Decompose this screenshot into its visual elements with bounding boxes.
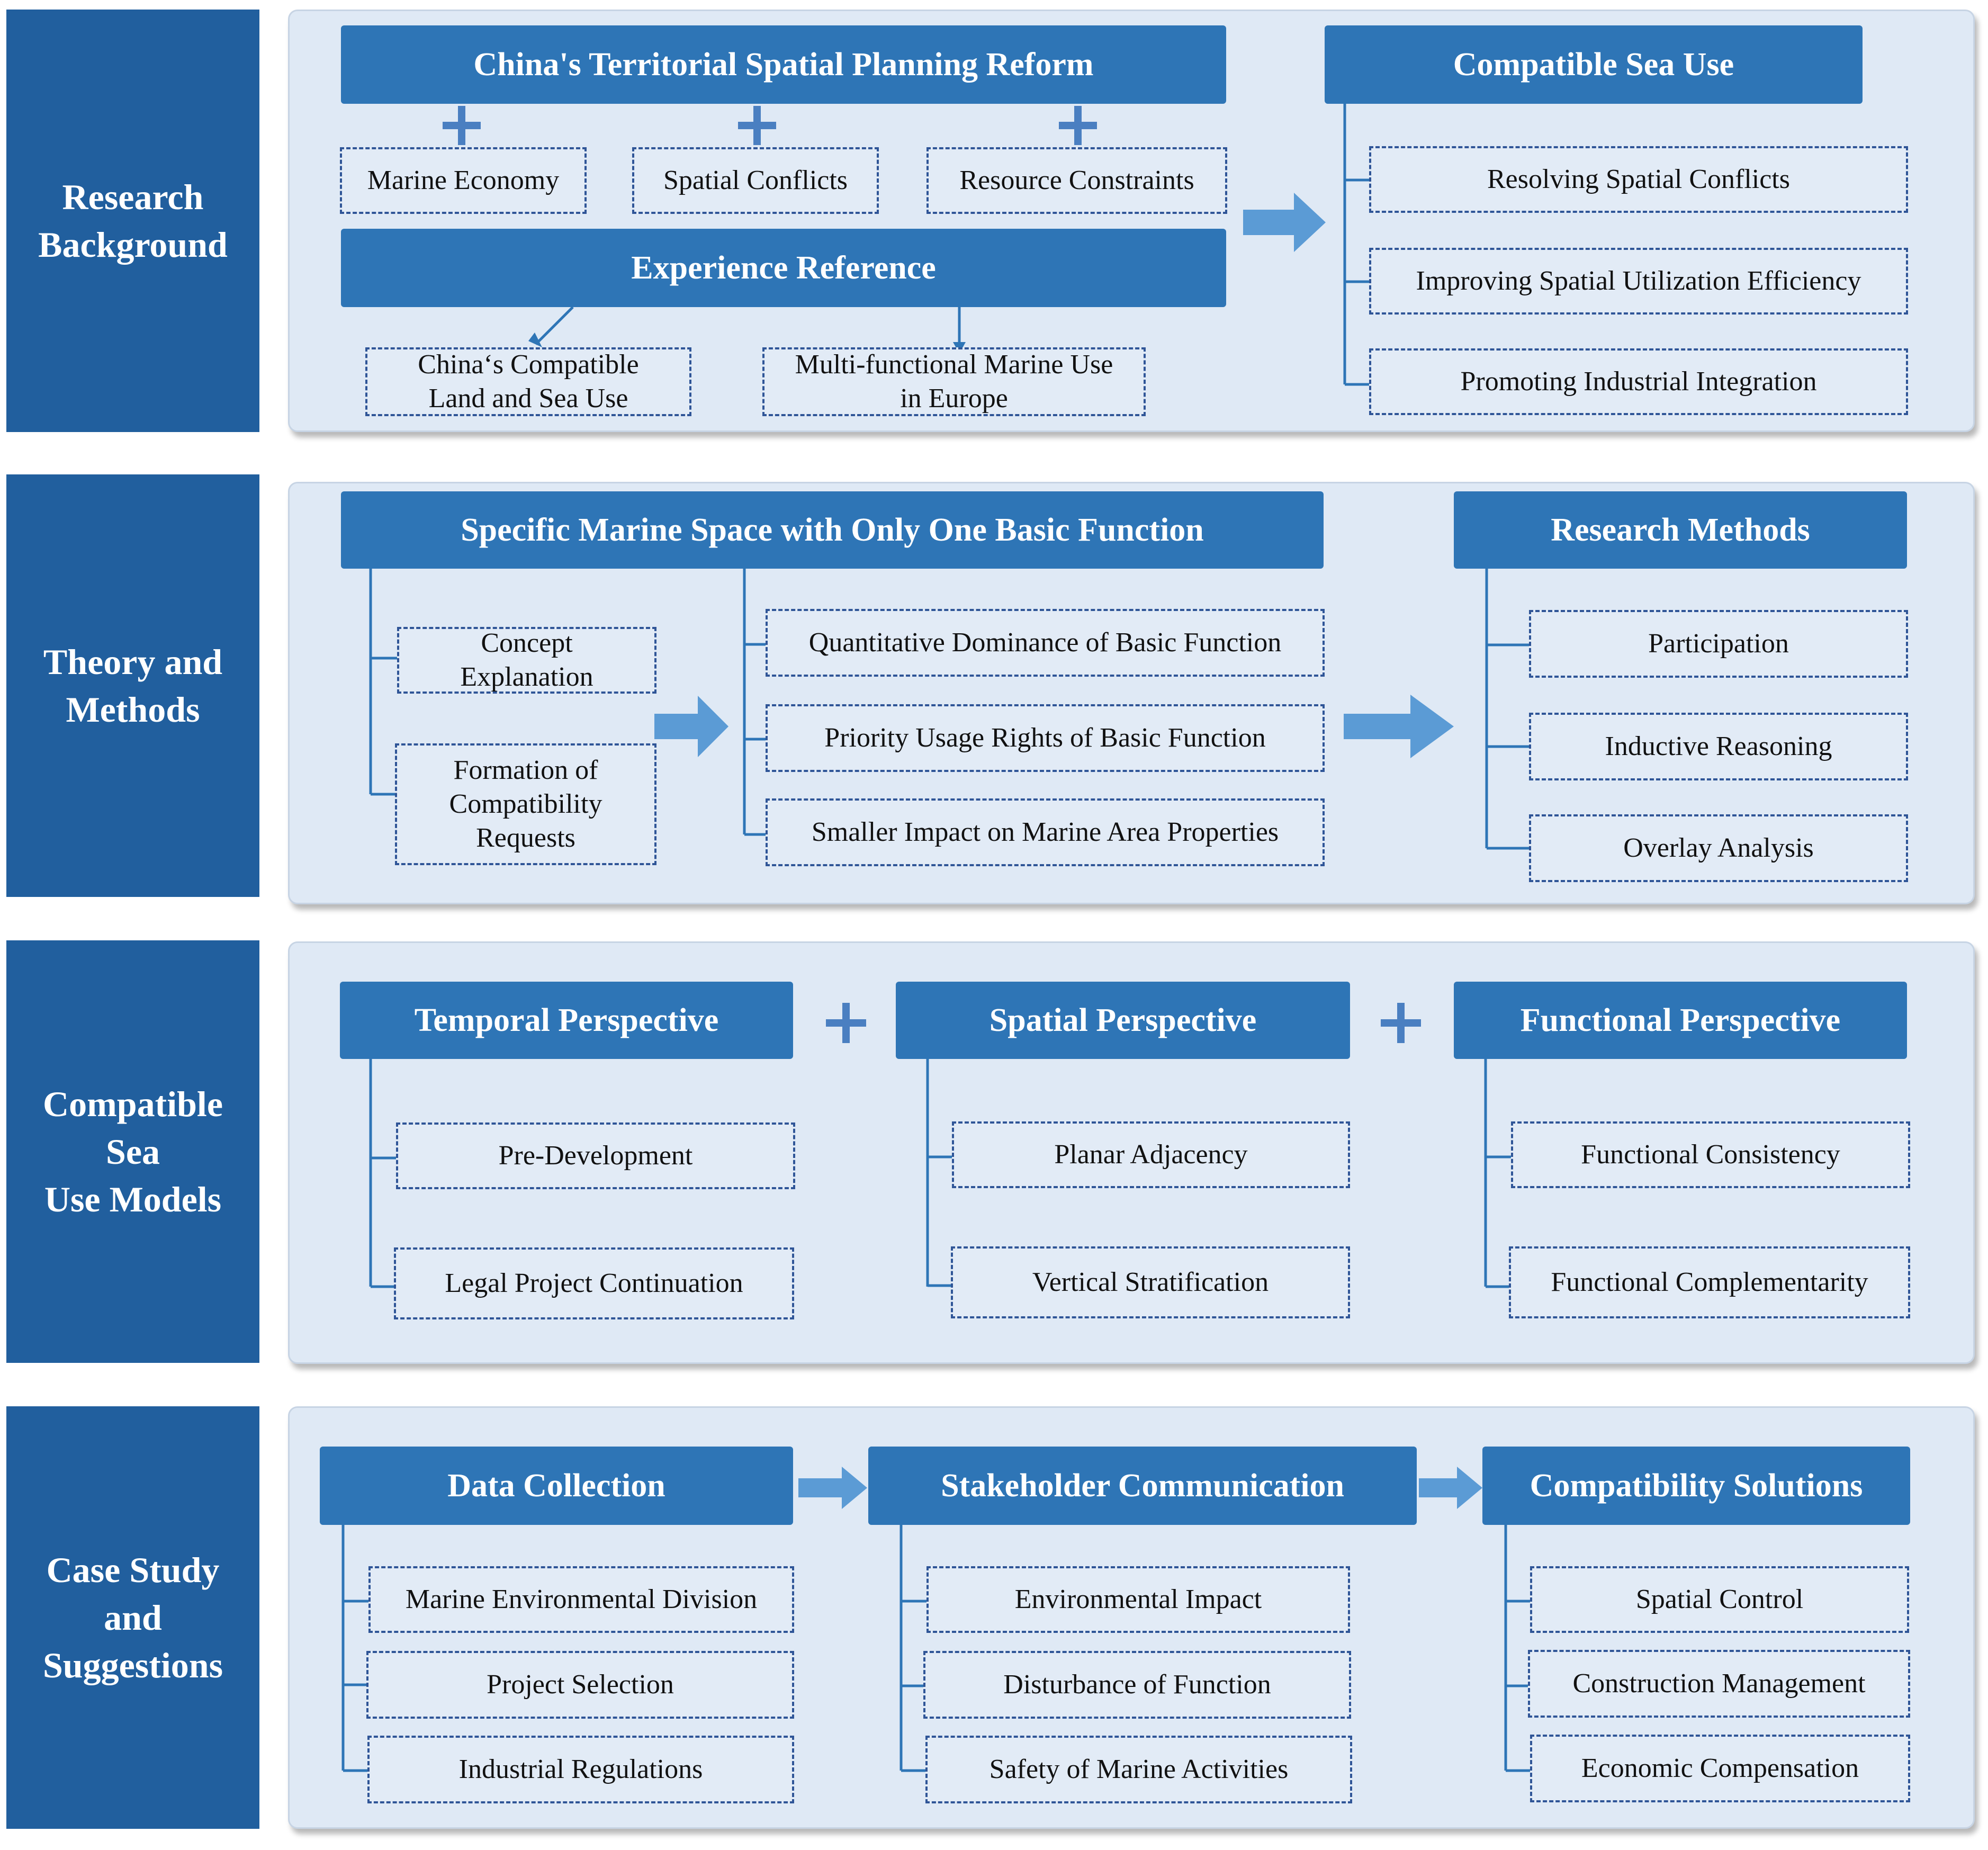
header-experience-reference: Experience Reference xyxy=(341,229,1226,307)
box-concept-explanation: Concept Explanation xyxy=(397,627,656,694)
row-label-theory-methods: Theory and Methods xyxy=(6,474,259,897)
box-compatibility-requests: Formation of Compatibility Requests xyxy=(395,743,656,865)
box-functional-consistency: Functional Consistency xyxy=(1511,1121,1910,1188)
box-spatial-control: Spatial Control xyxy=(1530,1566,1909,1633)
box-resolving-conflicts: Resolving Spatial Conflicts xyxy=(1369,146,1908,213)
box-resource-constraints: Resource Constraints xyxy=(926,147,1227,214)
box-planar-adjacency: Planar Adjacency xyxy=(952,1121,1350,1188)
box-inductive-reasoning: Inductive Reasoning xyxy=(1529,713,1908,780)
box-participation: Participation xyxy=(1529,610,1908,678)
header-specific-marine-space: Specific Marine Space with Only One Basi… xyxy=(341,491,1324,569)
box-priority-usage-rights: Priority Usage Rights of Basic Function xyxy=(766,704,1325,772)
box-safety-marine-activities: Safety of Marine Activities xyxy=(925,1736,1352,1803)
box-quantitative-dominance: Quantitative Dominance of Basic Function xyxy=(766,609,1325,677)
box-vertical-stratification: Vertical Stratification xyxy=(951,1246,1350,1318)
header-stakeholder-communication: Stakeholder Communication xyxy=(868,1447,1417,1525)
box-smaller-impact: Smaller Impact on Marine Area Properties xyxy=(766,798,1325,866)
row-label-case-study: Case Study and Suggestions xyxy=(6,1406,259,1829)
box-pre-development: Pre-Development xyxy=(396,1122,795,1189)
box-china-land-sea-use: China‘s Compatible Land and Sea Use xyxy=(365,347,691,416)
header-spatial-perspective: Spatial Perspective xyxy=(896,982,1350,1059)
header-compatible-sea-use: Compatible Sea Use xyxy=(1325,25,1863,104)
box-overlay-analysis: Overlay Analysis xyxy=(1529,814,1908,882)
box-industrial-regulations: Industrial Regulations xyxy=(367,1736,794,1803)
header-compatibility-solutions: Compatibility Solutions xyxy=(1482,1447,1910,1525)
box-project-selection: Project Selection xyxy=(366,1651,794,1719)
box-europe-multifunctional-use: Multi-functional Marine Use in Europe xyxy=(762,347,1146,416)
box-disturbance-of-function: Disturbance of Function xyxy=(923,1651,1351,1719)
box-environmental-impact: Environmental Impact xyxy=(926,1566,1350,1633)
box-marine-economy: Marine Economy xyxy=(340,147,587,214)
box-industrial-integration: Promoting Industrial Integration xyxy=(1369,348,1908,415)
box-construction-management: Construction Management xyxy=(1528,1650,1910,1718)
box-functional-complementarity: Functional Complementarity xyxy=(1509,1246,1910,1318)
header-research-methods: Research Methods xyxy=(1454,491,1907,569)
box-economic-compensation: Economic Compensation xyxy=(1530,1735,1910,1802)
header-data-collection: Data Collection xyxy=(320,1447,793,1525)
row-label-research-background: Research Background xyxy=(6,10,259,432)
box-spatial-conflicts: Spatial Conflicts xyxy=(632,147,879,214)
box-legal-project-continuation: Legal Project Continuation xyxy=(394,1247,794,1319)
row-label-compatible-sea-use-models: Compatible Sea Use Models xyxy=(6,940,259,1363)
header-functional-perspective: Functional Perspective xyxy=(1454,982,1907,1059)
box-improving-efficiency: Improving Spatial Utilization Efficiency xyxy=(1369,248,1908,315)
header-spatial-planning-reform: China's Territorial Spatial Planning Ref… xyxy=(341,25,1226,104)
header-temporal-perspective: Temporal Perspective xyxy=(340,982,793,1059)
box-marine-environmental-division: Marine Environmental Division xyxy=(368,1566,794,1633)
